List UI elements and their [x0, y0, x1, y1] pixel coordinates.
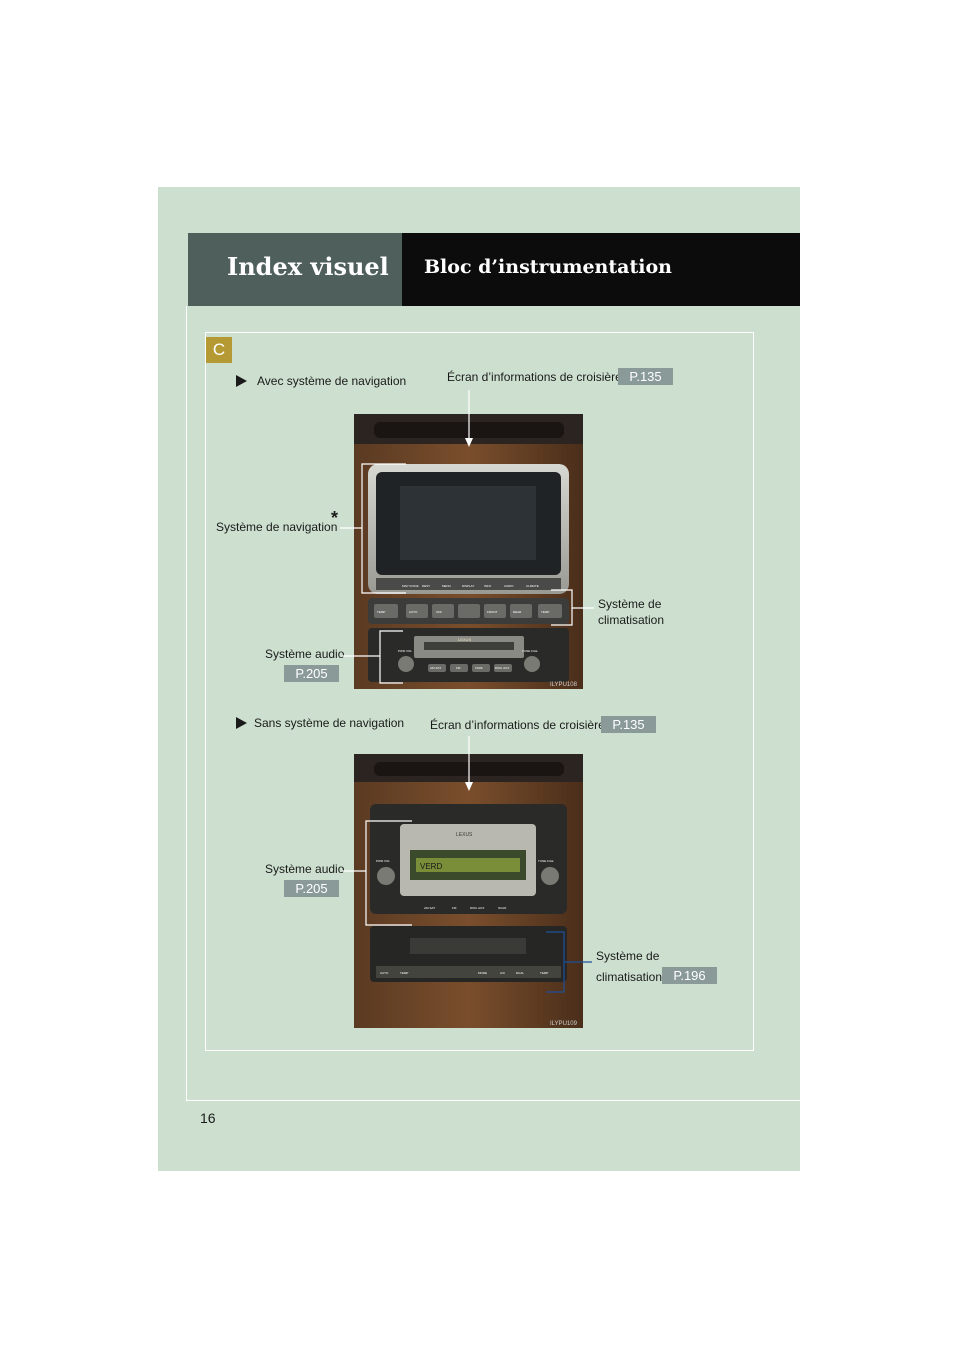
dashboard-photo-with-nav: MAP VOICE DEST MENU DISPLAY INFO AUDIO C… [354, 414, 583, 689]
photo2-climate-auto: AUTO [380, 971, 389, 975]
photo2-climate-mode: MODE [478, 971, 487, 975]
bullet-triangle-icon [236, 717, 247, 729]
photo1-label-audio: AUDIO [504, 584, 514, 588]
photo1-climate-rear: REAR [513, 610, 522, 614]
photo1-audio-am-sat: AM·SAT [430, 666, 441, 670]
photo1-label-climate: CLIMATE [526, 584, 539, 588]
photo1-audio-tape: TAPE [475, 666, 483, 670]
without-nav-title: Sans système de navigation [254, 716, 405, 730]
with-nav-image-code: ILYPU108 [550, 682, 578, 688]
without-nav-cruise-label: Écran d’informations de croisière [430, 718, 605, 732]
without-nav-audio-label: Système audio [265, 862, 345, 876]
photo1-audio-fm: FM [456, 666, 461, 670]
photo2-climate-temp-right: TEMP [540, 971, 548, 975]
page-footer-rule [186, 1100, 800, 1101]
content-frame [205, 332, 754, 1051]
without-nav-climate-label-line1: Système de [596, 949, 660, 963]
photo2-climate-dual: DUAL [516, 971, 524, 975]
header-chapter-tab [402, 233, 800, 306]
without-nav-audio-ref[interactable]: P.205 [284, 880, 339, 897]
photo1-knob-pwr-vol: PWR·VOL [398, 649, 412, 653]
with-nav-cruise-label: Écran d’informations de croisière [447, 370, 622, 384]
photo2-audio-disc-aux: DISC·AUX [470, 906, 484, 910]
page-number: 16 [200, 1110, 216, 1126]
section-badge: C [206, 337, 232, 363]
dashboard-photo-without-nav: LEXUS VERD PWR·VOL TUNE·FILE AM·SAT FM D… [354, 754, 583, 1028]
with-nav-title: Avec système de navigation [257, 374, 407, 388]
photo2-audio-am-sat: AM·SAT [424, 906, 435, 910]
with-nav-climate-label-line1: Système de [598, 597, 662, 611]
photo2-audio-fm: FM [452, 906, 457, 910]
page-margin-rule [186, 306, 187, 1101]
with-nav-audio-ref[interactable]: P.205 [284, 665, 339, 682]
photo1-label-map-voice: MAP VOICE [402, 584, 419, 588]
photo1-climate-off: OFF [436, 610, 442, 614]
photo1-brand: LEXUS [458, 637, 471, 642]
photo2-climate-temp-left: TEMP [400, 971, 408, 975]
photo2-brand: LEXUS [456, 832, 473, 838]
photo2-display-text: VERD [420, 862, 442, 871]
photo1-climate-temp-left: TEMP [377, 610, 385, 614]
nav-asterisk: * [331, 508, 339, 528]
bullet-triangle-icon [236, 375, 247, 387]
with-nav-cruise-ref[interactable]: P.135 [618, 368, 673, 385]
without-nav-climate-label-line2: climatisation [596, 970, 663, 984]
with-nav-audio-label: Système audio [265, 647, 345, 661]
photo1-label-info: INFO [484, 584, 492, 588]
photo1-label-display: DISPLAY [462, 584, 474, 588]
without-nav-image-code: ILYPU109 [550, 1021, 578, 1027]
photo1-climate-front: FRONT [487, 610, 497, 614]
photo2-knob-tune-file: TUNE·FILE [538, 859, 554, 863]
header-section-title: Index visuel [227, 252, 389, 281]
photo2-audio-scan: SCAN [498, 906, 506, 910]
without-nav-climate-ref[interactable]: P.196 [662, 967, 717, 984]
without-nav-cruise-ref[interactable]: P.135 [601, 716, 656, 733]
photo2-knob-pwr-vol: PWR·VOL [376, 859, 390, 863]
header-section-tab [188, 233, 402, 306]
header-chapter-title: Bloc d’instrumentation [424, 256, 672, 278]
photo1-climate-temp-right: TEMP [541, 610, 549, 614]
photo1-knob-tune-file: TUNE·FILE [522, 649, 538, 653]
photo2-climate-ac: A/C [500, 971, 506, 975]
photo1-audio-disc-aux: DISC·AUX [495, 666, 509, 670]
photo1-climate-auto: AUTO [409, 610, 418, 614]
photo1-label-menu: MENU [442, 584, 451, 588]
with-nav-climate-label-line2: climatisation [598, 613, 665, 627]
nav-system-label: Système de navigation [216, 520, 338, 534]
photo1-label-dest: DEST [422, 584, 430, 588]
